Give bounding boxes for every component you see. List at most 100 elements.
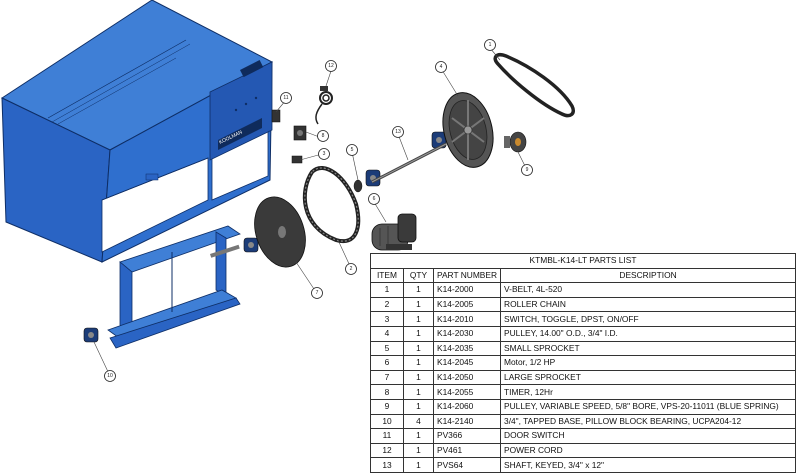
part-number-cell: K14-2055 bbox=[432, 384, 502, 400]
item-cell: 11 bbox=[370, 428, 404, 444]
description-cell: POWER CORD bbox=[500, 442, 796, 459]
v-belt bbox=[493, 52, 575, 118]
qty-cell: 1 bbox=[403, 369, 434, 386]
description-cell: DOOR SWITCH bbox=[500, 428, 796, 444]
description-cell: V-BELT, 4L-520 bbox=[500, 282, 796, 298]
qty-cell: 1 bbox=[403, 398, 434, 415]
item-cell: 1 bbox=[370, 282, 404, 298]
qty-cell: 1 bbox=[403, 311, 434, 327]
description-cell: 3/4", TAPPED BASE, PILLOW BLOCK BEARING,… bbox=[500, 413, 796, 430]
header-qty: QTY bbox=[403, 267, 434, 284]
qty-cell: 1 bbox=[403, 340, 434, 357]
item-cell: 13 bbox=[370, 457, 404, 473]
cabinet: KOOLMAN bbox=[0, 0, 274, 263]
variable-speed-pulley bbox=[504, 131, 527, 153]
svg-text:3: 3 bbox=[323, 151, 326, 157]
toggle-switch bbox=[291, 155, 303, 164]
description-cell: SWITCH, TOGGLE, DPST, ON/OFF bbox=[500, 311, 796, 327]
item-cell: 10 bbox=[370, 413, 404, 430]
svg-text:9: 9 bbox=[526, 167, 529, 173]
callout-4: 4 bbox=[435, 61, 447, 73]
svg-text:4: 4 bbox=[440, 64, 443, 70]
svg-text:13: 13 bbox=[395, 129, 401, 135]
item-cell: 3 bbox=[370, 311, 404, 327]
qty-cell: 1 bbox=[403, 325, 434, 342]
pulley-14in bbox=[442, 92, 494, 168]
part-number-cell: K14-2035 bbox=[432, 340, 502, 357]
item-cell: 5 bbox=[370, 340, 404, 357]
description-cell: PULLEY, VARIABLE SPEED, 5/8" BORE, VPS-2… bbox=[500, 398, 796, 415]
qty-cell: 1 bbox=[403, 457, 434, 473]
svg-text:2: 2 bbox=[350, 266, 353, 272]
qty-cell: 4 bbox=[403, 413, 434, 430]
pillow-block-bearing-bottom bbox=[83, 327, 99, 343]
parts-list-title: KTMBL-K14-LT PARTS LIST bbox=[370, 253, 796, 269]
qty-cell: 1 bbox=[403, 428, 434, 444]
description-cell: TIMER, 12Hr bbox=[500, 384, 796, 400]
callout-13: 13 bbox=[392, 126, 404, 138]
callout-1: 1 bbox=[484, 39, 496, 51]
svg-text:7: 7 bbox=[316, 290, 319, 296]
callout-7: 7 bbox=[311, 287, 323, 299]
description-cell: SHAFT, KEYED, 3/4" x 12" bbox=[500, 457, 796, 473]
keyed-shaft bbox=[371, 142, 447, 184]
item-cell: 7 bbox=[370, 369, 404, 386]
item-cell: 4 bbox=[370, 325, 404, 342]
callout-10: 10 bbox=[104, 370, 116, 382]
part-number-cell: K14-2010 bbox=[432, 311, 502, 327]
roller-chain bbox=[302, 165, 361, 244]
callout-8: 8 bbox=[317, 130, 329, 142]
item-cell: 6 bbox=[370, 355, 404, 371]
parts-list-title-row: KTMBL-K14-LT PARTS LIST bbox=[370, 253, 796, 269]
svg-text:6: 6 bbox=[373, 196, 376, 202]
item-cell: 2 bbox=[370, 296, 404, 313]
parts-list-table: KTMBL-K14-LT PARTS LIST ITEM QTY PART NU… bbox=[370, 253, 796, 473]
part-number-cell: K14-2045 bbox=[432, 355, 502, 371]
power-cord bbox=[315, 86, 333, 125]
timer bbox=[293, 125, 307, 141]
motor bbox=[371, 213, 417, 251]
parts-list-header-row: ITEM QTY PART NUMBER DESCRIPTION bbox=[370, 267, 796, 284]
description-cell: ROLLER CHAIN bbox=[500, 296, 796, 313]
description-cell: PULLEY, 14.00" O.D., 3/4" I.D. bbox=[500, 325, 796, 342]
svg-text:12: 12 bbox=[328, 63, 334, 69]
pillow-block-bearing-mid bbox=[365, 169, 381, 187]
callout-11: 11 bbox=[280, 92, 292, 104]
part-number-cell: PV461 bbox=[432, 442, 502, 459]
qty-cell: 1 bbox=[403, 442, 434, 459]
part-number-cell: K14-2005 bbox=[432, 296, 502, 313]
item-cell: 12 bbox=[370, 442, 404, 459]
callout-3: 3 bbox=[318, 148, 330, 160]
door-switch bbox=[271, 109, 281, 123]
qty-cell: 1 bbox=[403, 384, 434, 400]
callout-5: 5 bbox=[346, 144, 358, 156]
small-sprocket bbox=[353, 179, 363, 193]
description-cell: LARGE SPROCKET bbox=[500, 369, 796, 386]
part-number-cell: K14-2030 bbox=[432, 325, 502, 342]
header-part-number: PART NUMBER bbox=[432, 267, 502, 284]
pillow-block-bearing-right bbox=[431, 131, 447, 149]
qty-cell: 1 bbox=[403, 355, 434, 371]
part-number-cell: PV366 bbox=[432, 428, 502, 444]
svg-text:10: 10 bbox=[107, 373, 113, 379]
part-number-cell: K14-2140 bbox=[432, 413, 502, 430]
header-description: DESCRIPTION bbox=[500, 267, 796, 284]
qty-cell: 1 bbox=[403, 282, 434, 298]
svg-text:5: 5 bbox=[351, 147, 354, 153]
svg-text:1: 1 bbox=[489, 42, 492, 48]
pillow-block-bearing-left bbox=[243, 237, 259, 253]
callout-12: 12 bbox=[325, 60, 337, 72]
